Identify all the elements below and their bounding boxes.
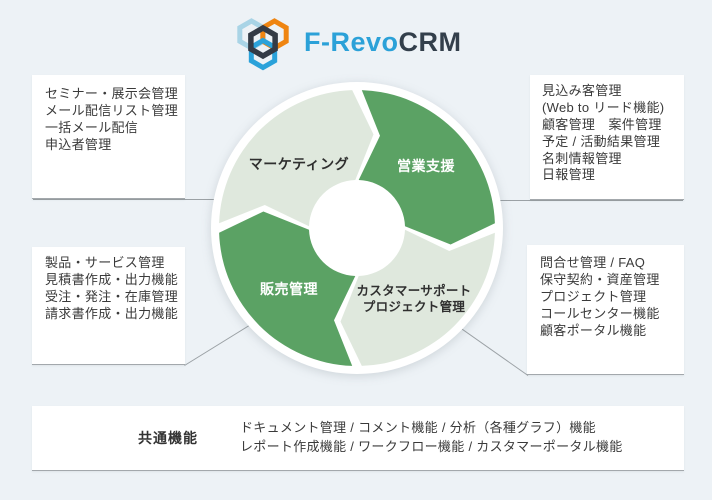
sales-management-features-box: 製品・サービス管理 見積書作成・出力機能 受注・発注・在庫管理 請求書作成・出力… — [32, 247, 185, 365]
marketing-features-box: セミナー・展示会管理 メール配信リスト管理 一括メール配信 申込者管理 — [32, 75, 185, 199]
feature-line: 顧客ポータル機能 — [540, 322, 647, 338]
segment-label-sales-management: 販売管理 — [260, 281, 318, 297]
segment-label-customer-support-line1: カスタマーサポート — [356, 284, 472, 298]
feature-line: 受注・発注・在庫管理 — [45, 288, 179, 304]
feature-line: 予定 / 活動結果管理 — [542, 133, 661, 149]
segment-label-customer-support: カスタマーサポート プロジェクト管理 — [357, 283, 472, 315]
segment-marketing — [219, 90, 374, 227]
segment-customer-support — [340, 229, 495, 366]
feature-line: (Web to リード機能) — [542, 99, 665, 115]
logo-text-primary: F-Revo — [304, 26, 399, 57]
customer-support-features-box: 問合せ管理 / FAQ 保守契約・資産管理 プロジェクト管理 コールセンター機能… — [527, 245, 684, 375]
logo-hexagons-icon — [237, 18, 289, 71]
common-features-box: 共通機能 ドキュメント管理 / コメント機能 / 分析（各種グラフ）機能 レポー… — [32, 406, 684, 471]
sales-support-features-box: 見込み客管理 (Web to リード機能) 顧客管理 案件管理 予定 / 活動結… — [530, 75, 684, 200]
segment-sales-management — [219, 211, 356, 366]
feature-line: 見積書作成・出力機能 — [45, 271, 179, 287]
segment-label-marketing: マーケティング — [248, 156, 350, 172]
feature-line: セミナー・展示会管理 — [45, 86, 179, 101]
feature-line: 製品・サービス管理 — [45, 255, 165, 270]
hexagon-dark-icon — [248, 24, 278, 60]
feature-line: 一括メール配信 — [45, 119, 139, 135]
segment-sales-support — [358, 90, 495, 245]
feature-line: 問合せ管理 / FAQ — [540, 255, 646, 270]
feature-line: 請求書作成・出力機能 — [45, 305, 179, 321]
cycle-wheel — [211, 82, 503, 374]
feature-line: 顧客管理 案件管理 — [542, 116, 662, 132]
feature-line: 保守契約・資産管理 — [540, 271, 660, 287]
feature-line: プロジェクト管理 — [540, 288, 647, 304]
feature-line: レポート作成機能 / ワークフロー機能 / カスタマーポータル機能 — [240, 439, 623, 454]
common-features-label: 共通機能 — [138, 429, 198, 446]
segment-label-customer-support-line2: プロジェクト管理 — [362, 300, 466, 314]
feature-line: コールセンター機能 — [540, 305, 660, 321]
feature-line: 申込者管理 — [45, 136, 112, 152]
common-features-lines: ドキュメント管理 / コメント機能 / 分析（各種グラフ）機能 レポート作成機能… — [240, 419, 623, 457]
logo-text-secondary: CRM — [398, 26, 462, 57]
segment-label-sales-support: 営業支援 — [397, 158, 455, 174]
feature-line: 名刺情報管理 — [542, 150, 622, 166]
feature-line: ドキュメント管理 / コメント機能 / 分析（各種グラフ）機能 — [240, 420, 596, 436]
feature-line: メール配信リスト管理 — [45, 102, 179, 118]
feature-line: 見込み客管理 — [542, 83, 622, 98]
feature-line: 日報管理 — [542, 167, 596, 183]
